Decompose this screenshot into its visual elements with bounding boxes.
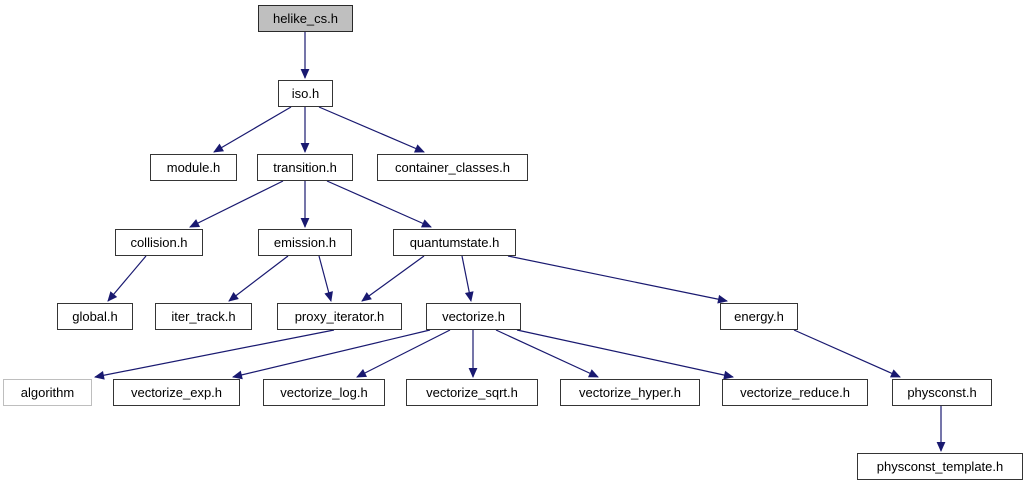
graph-node-global[interactable]: global.h (57, 303, 133, 330)
graph-node-emission[interactable]: emission.h (258, 229, 352, 256)
graph-node-algorithm: algorithm (3, 379, 92, 406)
graph-node-proxy_iterator[interactable]: proxy_iterator.h (277, 303, 402, 330)
edge-vectorize-to-vectorize_exp (232, 329, 431, 380)
graph-node-vectorize[interactable]: vectorize.h (426, 303, 521, 330)
graph-node-label: proxy_iterator.h (294, 309, 385, 324)
edge-vectorize-to-vectorize_log (356, 329, 451, 378)
graph-node-label: module.h (166, 160, 221, 175)
graph-node-iter_track[interactable]: iter_track.h (155, 303, 252, 330)
graph-node-container_classes[interactable]: container_classes.h (377, 154, 528, 181)
graph-node-vectorize_sqrt[interactable]: vectorize_sqrt.h (406, 379, 538, 406)
graph-node-label: emission.h (273, 235, 337, 250)
graph-node-label: vectorize_log.h (280, 385, 368, 400)
edge-iso-to-module (213, 106, 292, 153)
edge-proxy_iterator-to-algorithm (94, 329, 335, 380)
graph-node-vectorize_reduce[interactable]: vectorize_reduce.h (722, 379, 868, 406)
graph-node-label: iter_track.h (171, 309, 236, 324)
edge-vectorize-to-vectorize_hyper (495, 329, 599, 378)
graph-node-label: algorithm (20, 385, 75, 400)
graph-node-helike_cs: helike_cs.h (258, 5, 353, 32)
graph-node-label: vectorize_hyper.h (579, 385, 681, 400)
edge-vectorize-to-vectorize_reduce (516, 329, 734, 380)
edge-transition-to-quantumstate (326, 180, 432, 228)
graph-node-transition[interactable]: transition.h (257, 154, 353, 181)
edge-iso-to-container_classes (318, 106, 425, 153)
graph-node-quantumstate[interactable]: quantumstate.h (393, 229, 516, 256)
edge-quantumstate-to-energy (507, 255, 728, 304)
graph-node-label: energy.h (734, 309, 784, 324)
graph-node-label: physconst.h (907, 385, 977, 400)
edge-emission-to-iter_track (228, 255, 289, 302)
graph-node-collision[interactable]: collision.h (115, 229, 203, 256)
edge-transition-to-collision (189, 180, 284, 228)
graph-node-vectorize_hyper[interactable]: vectorize_hyper.h (560, 379, 700, 406)
edge-emission-to-proxy_iterator (318, 255, 333, 302)
graph-node-physconst_template[interactable]: physconst_template.h (857, 453, 1023, 480)
graph-node-label: transition.h (273, 160, 337, 175)
graph-node-label: vectorize_sqrt.h (426, 385, 518, 400)
graph-node-module[interactable]: module.h (150, 154, 237, 181)
graph-node-vectorize_log[interactable]: vectorize_log.h (263, 379, 385, 406)
graph-node-label: quantumstate.h (409, 235, 500, 250)
graph-node-energy[interactable]: energy.h (720, 303, 798, 330)
graph-node-physconst[interactable]: physconst.h (892, 379, 992, 406)
graph-node-iso[interactable]: iso.h (278, 80, 333, 107)
edge-collision-to-global (107, 255, 147, 302)
edge-quantumstate-to-proxy_iterator (361, 255, 425, 302)
graph-node-label: vectorize_reduce.h (740, 385, 850, 400)
edge-energy-to-physconst (793, 329, 901, 378)
graph-node-vectorize_exp[interactable]: vectorize_exp.h (113, 379, 240, 406)
graph-node-label: physconst_template.h (876, 459, 1004, 474)
graph-node-label: vectorize.h (442, 309, 505, 324)
graph-node-label: global.h (72, 309, 118, 324)
graph-node-label: iso.h (291, 86, 320, 101)
graph-node-label: collision.h (130, 235, 188, 250)
graph-node-label: helike_cs.h (272, 11, 339, 26)
graph-node-label: container_classes.h (395, 160, 510, 175)
edge-quantumstate-to-vectorize (461, 255, 474, 302)
graph-node-label: vectorize_exp.h (130, 385, 223, 400)
